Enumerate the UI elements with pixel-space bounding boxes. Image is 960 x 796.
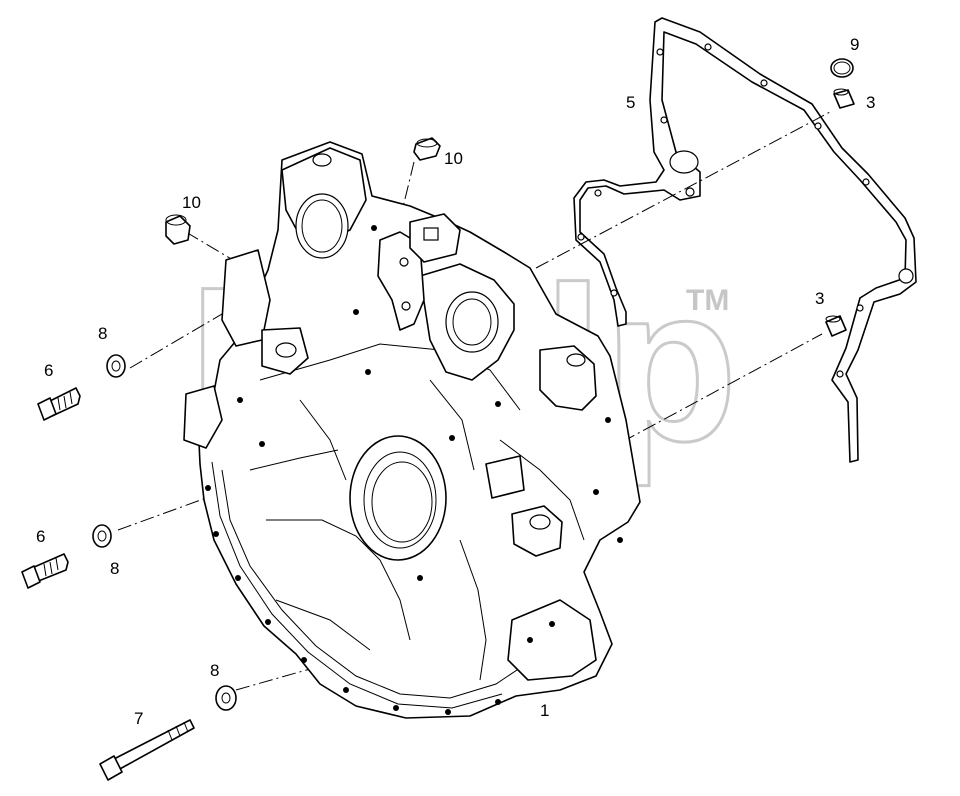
bolt-part-6-upper bbox=[37, 387, 81, 421]
sleeve-part-3-bottom bbox=[825, 315, 847, 337]
plug-part-10-top bbox=[413, 137, 441, 161]
callout-5: 5 bbox=[626, 93, 635, 112]
seal-ring-part-9 bbox=[830, 58, 854, 78]
bolt-part-6-lower bbox=[21, 553, 69, 589]
callout-8-lower: 8 bbox=[210, 661, 219, 680]
gasket-part-5 bbox=[573, 17, 917, 463]
washer-part-8-upper bbox=[106, 354, 126, 378]
callout-7: 7 bbox=[134, 709, 143, 728]
callout-8-upper: 8 bbox=[98, 324, 107, 343]
watermark-trademark: TM bbox=[686, 284, 729, 317]
washer-part-8-lower bbox=[215, 685, 237, 711]
flywheel-housing-part-1 bbox=[183, 141, 641, 719]
callout-6-lower: 6 bbox=[36, 527, 45, 546]
callout-10-left: 10 bbox=[182, 193, 201, 212]
callout-6-upper: 6 bbox=[44, 361, 53, 380]
bolt-part-7 bbox=[99, 719, 195, 781]
callout-8-middle: 8 bbox=[110, 559, 119, 578]
washer-part-8-middle bbox=[92, 524, 112, 548]
plug-part-10-left bbox=[165, 214, 191, 245]
callout-9: 9 bbox=[850, 35, 859, 54]
sleeve-part-3-top bbox=[833, 88, 855, 109]
callout-labels: 1 3 3 5 6 6 7 8 8 8 9 10 10 bbox=[36, 35, 875, 728]
callout-3-top: 3 bbox=[866, 93, 875, 112]
callout-10-top: 10 bbox=[444, 149, 463, 168]
callout-1: 1 bbox=[540, 701, 549, 720]
callout-3-bottom: 3 bbox=[815, 289, 824, 308]
